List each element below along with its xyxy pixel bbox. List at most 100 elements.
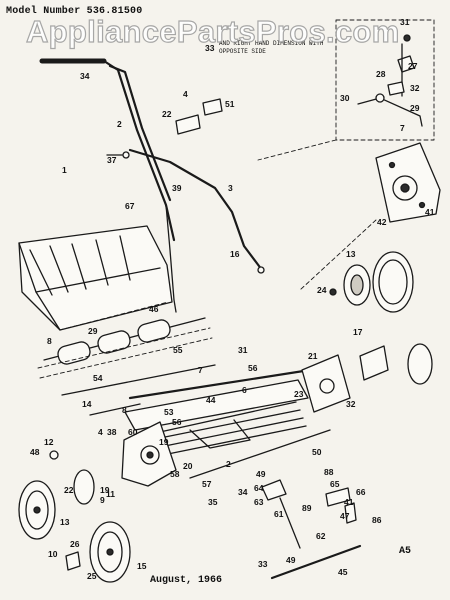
handle-knob (122, 151, 130, 159)
part-label: 29 (410, 103, 420, 113)
part-label: 49 (286, 555, 296, 565)
part-label: 31 (238, 345, 248, 355)
part-label: 8 (122, 405, 127, 415)
bolt-head (403, 34, 411, 42)
catcher-ribs (29, 235, 131, 296)
part-label: 24 (317, 285, 327, 295)
part-label: 12 (44, 437, 54, 447)
inset-box (335, 19, 435, 141)
part-label: 58 (170, 469, 180, 479)
part-label: 65 (330, 479, 340, 489)
left-wheel-rim (25, 490, 49, 530)
right-pinion (407, 343, 433, 385)
upper-handle-tube-back (108, 64, 172, 202)
part-label: 86 (372, 515, 382, 525)
lower-handle (128, 148, 264, 272)
roller-2 (97, 330, 131, 354)
catcher-dash (59, 301, 169, 331)
roller-1 (57, 341, 91, 365)
part-label: 21 (308, 351, 318, 361)
part-label: 33 (258, 559, 268, 569)
part-label: 15 (137, 561, 147, 571)
part-label: 47 (340, 511, 350, 521)
part-label: 17 (353, 327, 363, 337)
part-label: 37 (107, 155, 117, 165)
part-label: 88 (324, 467, 334, 477)
plate-leader (299, 219, 377, 291)
right-bracket (359, 345, 389, 381)
handle-end-knob (257, 266, 265, 274)
part-label: 64 (254, 483, 264, 493)
part-label: 56 (172, 417, 182, 427)
handle-bracket (202, 98, 223, 116)
part-label: 14 (82, 399, 92, 409)
front-wheel (65, 521, 131, 583)
diagram-date: August, 1966 (150, 575, 223, 586)
bed-knife (124, 379, 309, 431)
catcher-rim (35, 267, 161, 293)
part-label: 2 (117, 119, 122, 129)
part-label: 34 (238, 487, 248, 497)
part-label: 7 (400, 123, 405, 133)
part-label: 38 (107, 427, 117, 437)
handle-clip (175, 114, 201, 135)
part-label: 35 (208, 497, 218, 507)
inset-nut (387, 81, 405, 96)
adjust-block (261, 479, 287, 501)
part-label: 13 (60, 517, 70, 527)
part-label: 31 (400, 17, 410, 27)
axle-nut (329, 288, 337, 296)
part-label: 30 (340, 93, 350, 103)
left-pinion (73, 469, 95, 505)
part-label: 55 (173, 345, 183, 355)
part-label: 32 (346, 399, 356, 409)
part-label: 51 (225, 99, 235, 109)
part-label: 60 (128, 427, 138, 437)
gear-hub (400, 183, 410, 193)
front-wheel-hub (106, 548, 114, 556)
part-label: 6 (242, 385, 247, 395)
inset-arm (357, 97, 423, 127)
part-label: 32 (410, 83, 420, 93)
part-label: 49 (256, 469, 266, 479)
roller-guide (37, 327, 213, 379)
part-label: 22 (162, 109, 172, 119)
roller-assembly (37, 317, 213, 379)
left-side-assembly (18, 421, 177, 540)
left-gear-hub (146, 451, 154, 459)
part-label: 41 (344, 497, 354, 507)
part-label: 44 (206, 395, 216, 405)
part-label: 9 (100, 495, 105, 505)
part-label: 1 (62, 165, 67, 175)
right-drive-wheel (329, 251, 414, 313)
rivet (418, 201, 426, 209)
part-label: 48 (30, 447, 40, 457)
part-label: 26 (70, 539, 80, 549)
part-label: 19 (100, 485, 110, 495)
side-plate-assembly (299, 142, 441, 291)
part-label: 7 (198, 365, 203, 375)
part-label: 50 (312, 447, 322, 457)
part-label: 29 (88, 326, 98, 336)
part-label: 28 (376, 69, 386, 79)
part-label: 25 (87, 571, 97, 581)
part-label: 16 (230, 249, 240, 259)
part-label: 11 (106, 489, 115, 499)
part-label: 33 (205, 43, 215, 53)
front-wheel-rim (97, 531, 123, 573)
diagram-code: A5 (399, 546, 412, 557)
inset-washer (375, 93, 385, 103)
rivet (388, 161, 396, 169)
grass-catcher (18, 225, 173, 331)
right-lower-plate (301, 343, 433, 413)
right-plate-bearing (319, 378, 335, 394)
spring-clip (344, 502, 357, 524)
tie-rod (89, 403, 141, 416)
catcher-bag (18, 225, 173, 331)
reel-shaft (128, 368, 312, 400)
watermark: AppliancePartsPros.com (25, 13, 400, 49)
reel-blades (149, 401, 307, 457)
roller-3 (137, 319, 171, 343)
